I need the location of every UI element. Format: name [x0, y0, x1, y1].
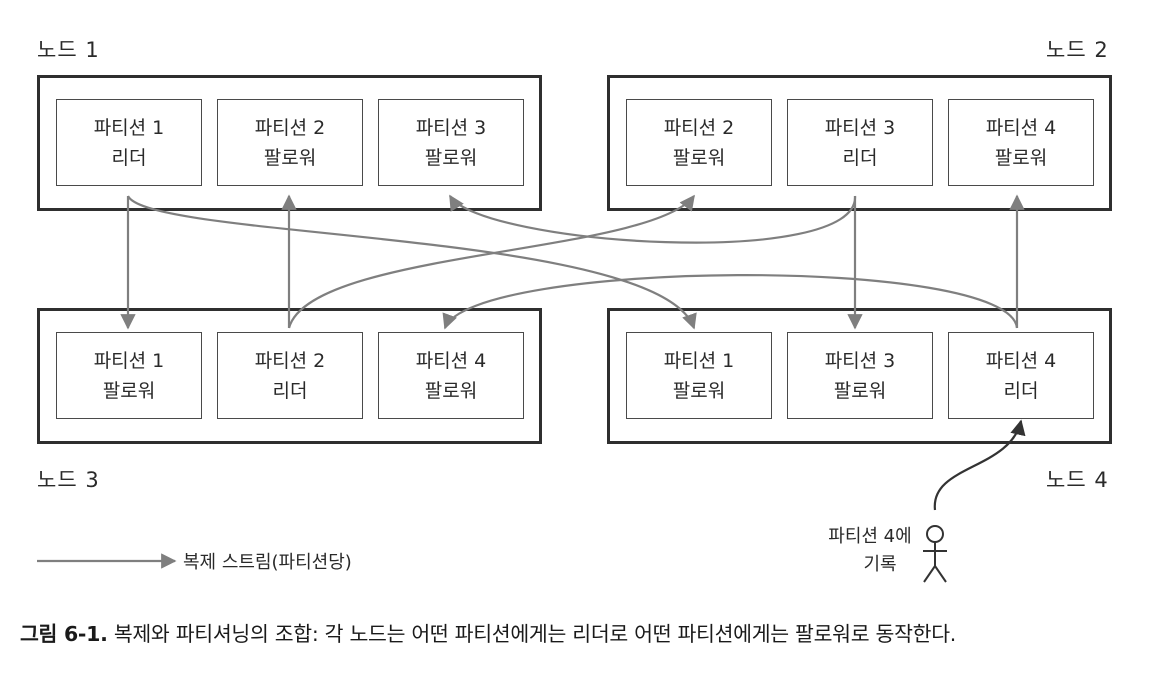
node-3-box: 파티션 1 팔로워 파티션 2 리더 파티션 4 팔로워 — [37, 308, 542, 444]
partition-box: 파티션 2 팔로워 — [626, 99, 772, 186]
user-icon — [923, 525, 947, 583]
partition-name: 파티션 4 — [985, 116, 1057, 139]
partition-box: 파티션 1 리더 — [56, 99, 202, 186]
partition-role: 팔로워 — [672, 379, 726, 402]
node-3-label: 노드 3 — [37, 468, 100, 492]
partition-role: 팔로워 — [672, 146, 726, 169]
writer-label: 파티션 4에 기록 — [820, 523, 920, 579]
node-2-label: 노드 2 — [1046, 38, 1109, 62]
partition-name: 파티션 3 — [824, 349, 896, 372]
partition-box: 파티션 1 팔로워 — [626, 332, 772, 419]
partition-name: 파티션 1 — [663, 349, 735, 372]
partition-role: 팔로워 — [833, 379, 887, 402]
writer-label-line1: 파티션 4에 — [828, 526, 912, 547]
node-1-label: 노드 1 — [37, 38, 100, 62]
partition-role: 팔로워 — [424, 146, 478, 169]
node-4-box: 파티션 1 팔로워 파티션 3 팔로워 파티션 4 리더 — [607, 308, 1112, 444]
partition-name: 파티션 4 — [415, 349, 487, 372]
partition-box: 파티션 2 리더 — [217, 332, 363, 419]
figure-caption: 그림 6-1. 복제와 파티셔닝의 조합: 각 노드는 어떤 파티션에게는 리더… — [20, 617, 956, 647]
writer-label-line2: 기록 — [863, 554, 897, 575]
node-2-box: 파티션 2 팔로워 파티션 3 리더 파티션 4 팔로워 — [607, 75, 1112, 211]
partition-box: 파티션 4 팔로워 — [948, 99, 1094, 186]
partition-name: 파티션 2 — [254, 116, 326, 139]
figure-number: 그림 6-1. — [20, 622, 108, 646]
node-4-label: 노드 4 — [1046, 468, 1109, 492]
partition-role: 리더 — [111, 146, 147, 169]
partition-box: 파티션 4 리더 — [948, 332, 1094, 419]
partition-role: 리더 — [272, 379, 308, 402]
partition-name: 파티션 3 — [415, 116, 487, 139]
partition-name: 파티션 2 — [663, 116, 735, 139]
partition-role: 팔로워 — [102, 379, 156, 402]
partition-box: 파티션 3 리더 — [787, 99, 933, 186]
partition-role: 팔로워 — [263, 146, 317, 169]
legend-label: 복제 스트림(파티션당) — [183, 552, 352, 573]
partition-role: 팔로워 — [424, 379, 478, 402]
node-1-box: 파티션 1 리더 파티션 2 팔로워 파티션 3 팔로워 — [37, 75, 542, 211]
partition-role: 리더 — [842, 146, 878, 169]
partition-role: 팔로워 — [994, 146, 1048, 169]
partition-name: 파티션 1 — [93, 116, 165, 139]
partition-box: 파티션 3 팔로워 — [378, 99, 524, 186]
partition-name: 파티션 2 — [254, 349, 326, 372]
partition-role: 리더 — [1003, 379, 1039, 402]
partition-name: 파티션 3 — [824, 116, 896, 139]
partition-name: 파티션 4 — [985, 349, 1057, 372]
partition-box: 파티션 1 팔로워 — [56, 332, 202, 419]
partition-box: 파티션 2 팔로워 — [217, 99, 363, 186]
partition-name: 파티션 1 — [93, 349, 165, 372]
caption-text: 복제와 파티셔닝의 조합: 각 노드는 어떤 파티션에게는 리더로 어떤 파티션… — [113, 622, 956, 646]
partition-box: 파티션 4 팔로워 — [378, 332, 524, 419]
partition-box: 파티션 3 팔로워 — [787, 332, 933, 419]
